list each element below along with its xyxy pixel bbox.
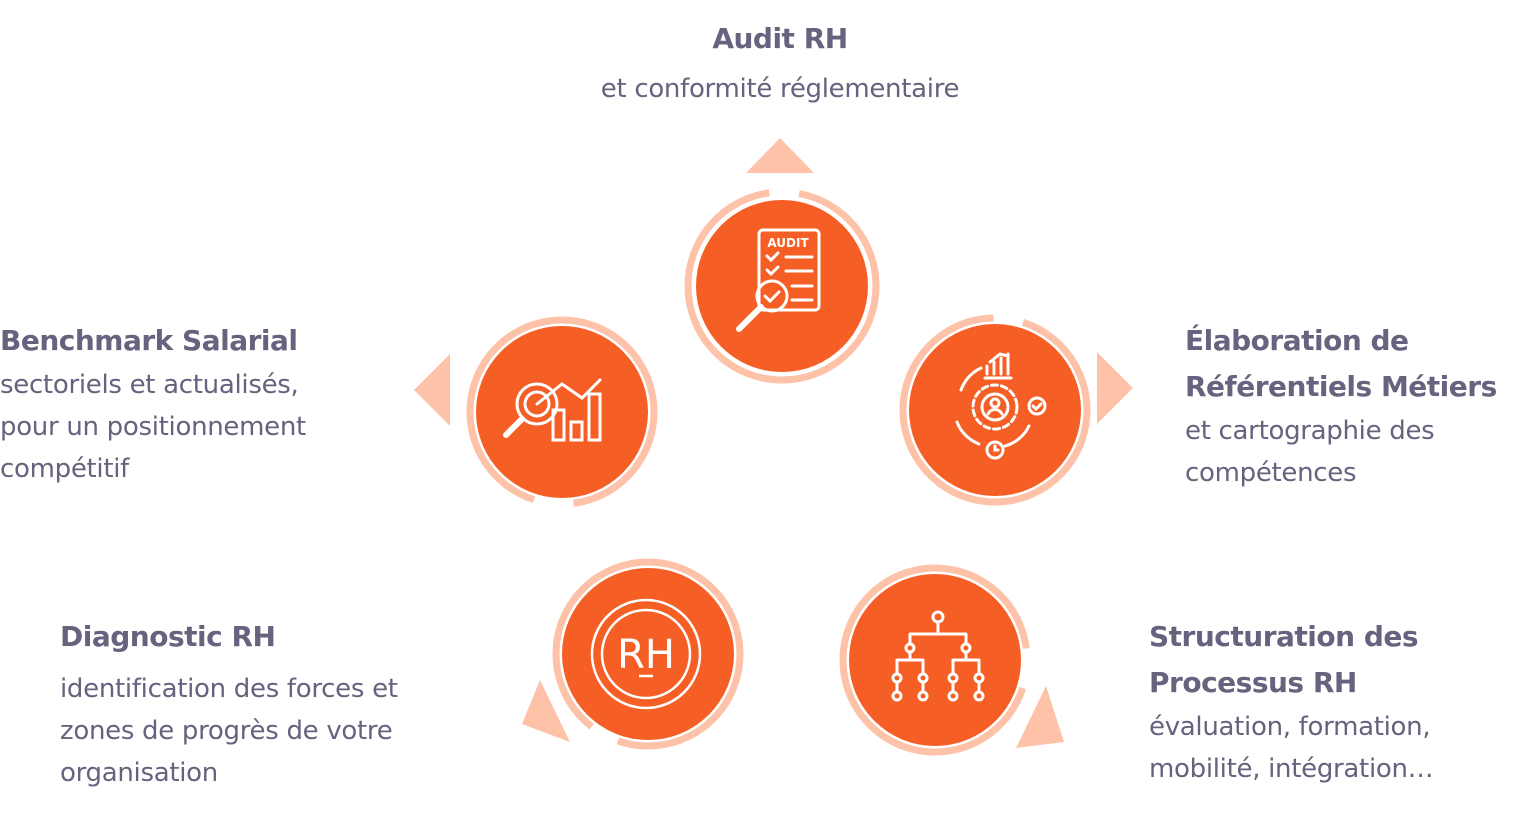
elaboration-desc-line: et cartographie des [1185,416,1435,446]
arrow-down-left-icon [522,680,570,742]
chart-magnifier-icon [466,316,658,508]
structuration-title-line: Structuration des [1149,620,1419,653]
audit-title: Audit RH [712,22,848,55]
arrow-left-icon [414,354,450,426]
diagnostic-node: RH [548,554,748,754]
benchmark-desc-line: compétitif [0,454,130,484]
structuration-title-line: Processus RH [1149,666,1357,699]
elaboration-desc-line: compétences [1185,458,1357,488]
benchmark-node [462,312,662,512]
diagnostic-desc-line: organisation [60,758,218,788]
audit-text: Audit RH et conformité réglementaire [480,16,1080,110]
benchmark-text: Benchmark Salarial sectoriels et actuali… [0,318,306,490]
audit-node: AUDIT [682,186,882,386]
rh-badge-text: RH [617,632,675,678]
diagnostic-desc-line: zones de progrès de votre [60,716,393,746]
structuration-desc-line: mobilité, intégration… [1149,754,1434,784]
arrow-up-icon [746,138,814,173]
elaboration-node [895,310,1095,510]
arrow-right-icon [1097,352,1133,424]
structuration-text: Structuration des Processus RH évaluatio… [1149,614,1434,790]
audit-desc: et conformité réglementaire [600,74,960,104]
diagnostic-title: Diagnostic RH [60,620,276,653]
svg-text:AUDIT: AUDIT [767,236,809,250]
benchmark-desc-line: pour un positionnement [0,412,306,442]
audit-checklist-icon: AUDIT [684,188,880,384]
benchmark-desc-line: sectoriels et actualisés, [0,370,299,400]
elaboration-title-line: Élaboration de [1185,324,1409,357]
structuration-node [835,560,1035,760]
org-chart-icon [839,564,1031,756]
benchmark-title: Benchmark Salarial [0,324,298,357]
structuration-desc-line: évaluation, formation, [1149,712,1431,742]
arrow-down-right-icon [1016,686,1064,748]
rh-badge-icon: RH [552,558,744,750]
elaboration-title-line: Référentiels Métiers [1185,370,1497,403]
gear-person-icon [899,314,1091,506]
diagnostic-text: Diagnostic RH identification des forces … [60,614,398,794]
diagnostic-desc-line: identification des forces et [60,674,398,704]
elaboration-text: Élaboration de Référentiels Métiers et c… [1185,318,1497,494]
